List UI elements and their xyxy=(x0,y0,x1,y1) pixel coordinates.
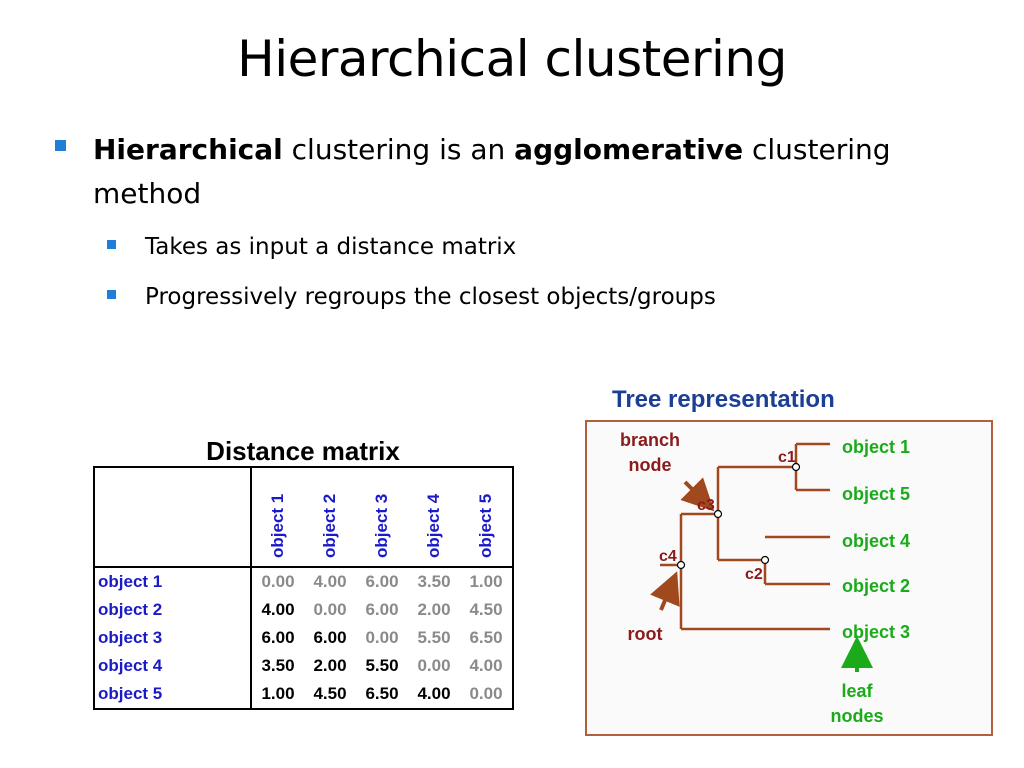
row-header: object 3 xyxy=(94,624,252,652)
matrix-cell: 0.00 xyxy=(313,600,347,619)
matrix-cell: 4.00 xyxy=(313,572,347,591)
column-header: object 5 xyxy=(460,467,513,568)
column-header: object 3 xyxy=(356,467,408,568)
distance-matrix-table: object 1 object 2 object 3 object 4 obje… xyxy=(93,466,514,710)
matrix-cell: 6.00 xyxy=(313,628,347,647)
bullet-list: Hierarchical clustering is an agglomerat… xyxy=(55,128,995,322)
node-c3-dot xyxy=(713,509,723,519)
node-label-c4: c4 xyxy=(659,548,677,565)
column-header: object 4 xyxy=(408,467,460,568)
matrix-cell: 6.50 xyxy=(365,684,399,703)
matrix-cell: 5.50 xyxy=(417,628,451,647)
branch-arrow-icon xyxy=(680,477,715,512)
matrix-cell: 6.00 xyxy=(261,628,295,647)
dendrogram xyxy=(650,442,873,672)
matrix-title: Distance matrix xyxy=(206,436,400,466)
sub-bullet-1: Takes as input a distance matrix xyxy=(55,222,995,272)
matrix-cell: 4.00 xyxy=(417,684,451,703)
node-label-c2: c2 xyxy=(745,566,763,583)
matrix-cell: 4.00 xyxy=(261,600,295,619)
matrix-cell: 3.50 xyxy=(417,572,451,591)
branch-node-label: branch node xyxy=(619,430,680,475)
node-label-c1: c1 xyxy=(778,449,796,466)
bullet-text-1: clustering is an xyxy=(282,133,515,166)
matrix-cell: 6.50 xyxy=(469,628,503,647)
matrix-cell: 0.00 xyxy=(417,656,451,675)
matrix-cell: 4.00 xyxy=(469,656,503,675)
matrix-header-row: object 1 object 2 object 3 object 4 obje… xyxy=(94,467,513,568)
root-arrow-icon xyxy=(650,571,680,611)
table-row: object 3 6.00 6.00 0.00 5.50 6.50 xyxy=(94,624,513,652)
sub-bullet-text: Progressively regroups the closest objec… xyxy=(145,284,716,310)
node-c2-dot xyxy=(760,555,770,565)
row-header: object 2 xyxy=(94,596,252,624)
table-row: object 2 4.00 0.00 6.00 2.00 4.50 xyxy=(94,596,513,624)
slide-title: Hierarchical clustering xyxy=(237,30,787,88)
node-label-c3: c3 xyxy=(697,497,715,514)
matrix-cell: 0.00 xyxy=(261,572,295,591)
matrix-cell: 1.00 xyxy=(469,572,503,591)
matrix-cell: 0.00 xyxy=(469,684,503,703)
matrix-corner xyxy=(94,467,252,568)
leaf-object-4: object 4 xyxy=(842,531,911,551)
root-label: root xyxy=(627,624,663,644)
row-header: object 5 xyxy=(94,680,252,709)
leaf-object-3: object 3 xyxy=(842,622,911,642)
matrix-cell: 0.00 xyxy=(365,628,399,647)
branch-c3 xyxy=(716,465,796,562)
matrix-cell: 1.00 xyxy=(261,684,295,703)
square-bullet-icon xyxy=(107,290,116,299)
branch-c2 xyxy=(763,535,830,586)
tree-title: Tree representation xyxy=(612,386,835,413)
matrix-cell: 6.00 xyxy=(365,572,399,591)
sub-bullet-text: Takes as input a distance matrix xyxy=(145,234,517,260)
node-c4-dot xyxy=(676,560,686,570)
branch-c1 xyxy=(794,442,830,492)
matrix-cell: 2.00 xyxy=(417,600,451,619)
leaf-object-1: object 1 xyxy=(842,437,911,457)
table-row: object 4 3.50 2.00 5.50 0.00 4.00 xyxy=(94,652,513,680)
leaf-object-5: object 5 xyxy=(842,484,911,504)
leaf-object-2: object 2 xyxy=(842,576,911,596)
matrix-cell: 4.50 xyxy=(313,684,347,703)
bullet-bold-agglomerative: agglomerative xyxy=(514,133,744,166)
matrix-cell: 2.00 xyxy=(313,656,347,675)
bullet-bold-hierarchical: Hierarchical xyxy=(93,133,283,166)
row-header: object 1 xyxy=(94,567,252,596)
matrix-cell: 4.50 xyxy=(469,600,503,619)
matrix-cell: 5.50 xyxy=(365,656,399,675)
row-header: object 4 xyxy=(94,652,252,680)
column-header: object 1 xyxy=(251,467,304,568)
bullet-main: Hierarchical clustering is an agglomerat… xyxy=(55,128,995,216)
table-row: object 1 0.00 4.00 6.00 3.50 1.00 xyxy=(94,567,513,596)
square-bullet-icon xyxy=(55,140,66,151)
node-c1-dot xyxy=(791,462,801,472)
matrix-cell: 3.50 xyxy=(261,656,295,675)
table-row: object 5 1.00 4.50 6.50 4.00 0.00 xyxy=(94,680,513,709)
matrix-cell: 6.00 xyxy=(365,600,399,619)
branch-c4 xyxy=(679,512,830,631)
column-header: object 2 xyxy=(304,467,356,568)
bullet-text-2: clustering method xyxy=(93,133,891,210)
leaf-nodes-label: leaf nodes xyxy=(830,681,884,726)
square-bullet-icon xyxy=(107,240,116,249)
sub-bullet-2: Progressively regroups the closest objec… xyxy=(55,272,995,322)
